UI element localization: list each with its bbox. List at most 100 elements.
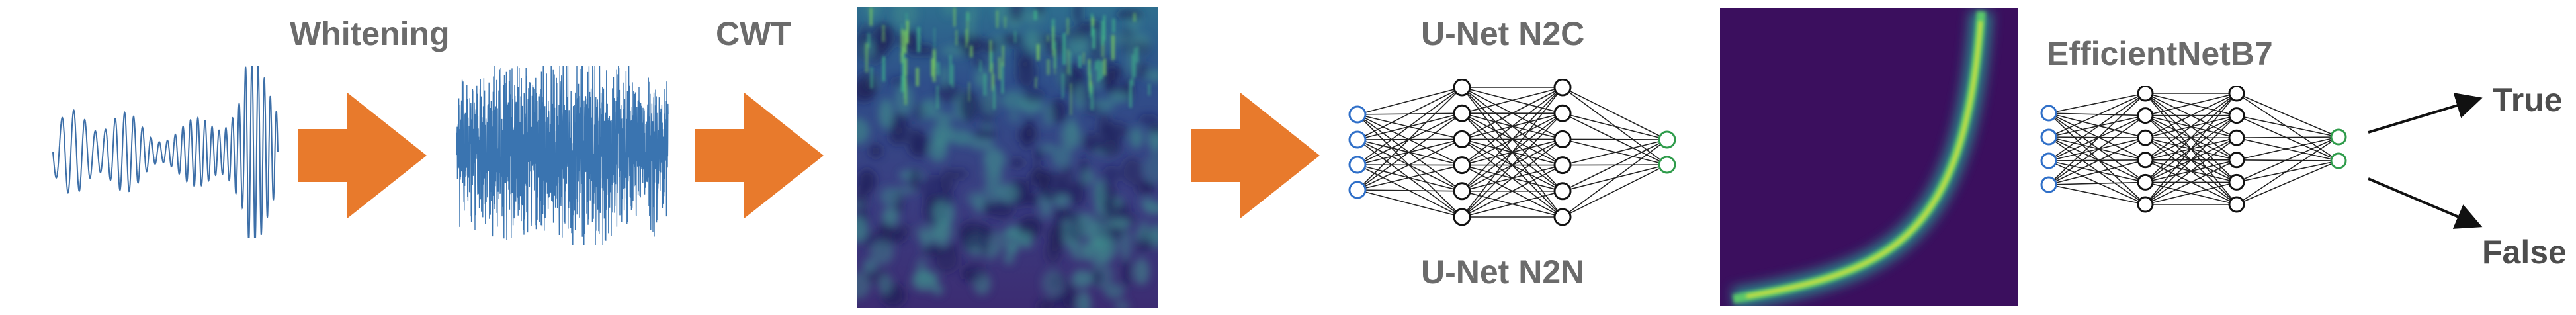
network-connection <box>2048 136 2146 183</box>
network-connection <box>2236 93 2339 138</box>
network-connection <box>1562 112 1668 140</box>
raw-strain-waveform <box>52 66 279 238</box>
hidden-node <box>2228 152 2245 169</box>
network-connection <box>2048 112 2146 183</box>
network-connection <box>2048 159 2146 161</box>
unet-network-diagram <box>1348 79 1676 226</box>
hidden-node <box>1553 130 1572 148</box>
hidden-node <box>1553 208 1572 226</box>
denoised-chirp-track <box>1720 8 2018 306</box>
output-arrows <box>2368 93 2483 229</box>
network-connection <box>2048 93 2146 114</box>
hidden-node <box>2137 129 2154 146</box>
network-connection <box>2236 114 2339 138</box>
output-node <box>1658 130 1676 149</box>
input-node <box>1348 105 1367 124</box>
network-connection <box>1357 87 1463 165</box>
network-connection <box>2236 160 2339 205</box>
input-node <box>1348 156 1367 174</box>
network-connection <box>2145 93 2237 116</box>
network-connection <box>2236 136 2339 205</box>
output-node <box>2330 128 2347 146</box>
network-connection <box>2048 136 2146 205</box>
cwt-spectrogram <box>857 7 1158 308</box>
network-connection <box>2236 114 2339 161</box>
input-node <box>2040 152 2057 169</box>
hidden-node <box>1553 182 1572 201</box>
network-connection <box>1562 139 1668 218</box>
hidden-node <box>2137 152 2154 169</box>
network-connection <box>2048 160 2146 183</box>
network-connection <box>1461 164 1563 218</box>
cwt-label: CWT <box>716 15 791 52</box>
network-connection <box>1357 87 1463 115</box>
network-connection <box>2145 115 2237 205</box>
network-connection <box>2145 93 2237 161</box>
network-connection <box>2145 181 2237 205</box>
hidden-node <box>1453 182 1471 201</box>
network-connection <box>2236 137 2339 161</box>
network-connection <box>1461 87 1563 114</box>
network-connection <box>2048 93 2146 161</box>
input-node <box>2040 176 2057 193</box>
network-connection <box>2145 93 2237 138</box>
network-connection <box>1461 138 1563 218</box>
hidden-node <box>2228 173 2245 191</box>
hidden-node <box>2228 129 2245 146</box>
network-connection <box>2236 136 2339 161</box>
hidden-node <box>1453 130 1471 148</box>
network-connection <box>2048 159 2146 185</box>
network-connection <box>2048 114 2146 161</box>
output-node <box>2330 152 2347 169</box>
network-connection <box>2236 93 2339 161</box>
network-connection <box>1461 112 1563 218</box>
network-connection <box>2048 160 2146 205</box>
flow-arrow-2 <box>695 93 824 218</box>
network-connection <box>2145 93 2237 205</box>
network-connection <box>2048 112 2146 116</box>
network-connection <box>1461 87 1563 166</box>
network-connection <box>1461 87 1563 140</box>
input-node <box>2040 128 2057 146</box>
network-connection <box>1461 87 1563 218</box>
hidden-node <box>2137 196 2154 213</box>
network-connection <box>1357 87 1463 191</box>
hidden-node <box>2228 107 2245 124</box>
output-node <box>1658 156 1676 174</box>
network-connection <box>2048 181 2146 185</box>
flow-arrow-1 <box>298 93 427 218</box>
arrow-to-true <box>2368 93 2483 134</box>
hidden-node <box>1453 156 1471 175</box>
network-connection <box>2236 159 2339 161</box>
network-connection <box>2048 93 2146 185</box>
hidden-node <box>2137 173 2154 191</box>
hidden-node <box>2137 86 2154 102</box>
network-connection <box>2048 137 2146 161</box>
network-connection <box>1357 87 1463 140</box>
hidden-node <box>1453 79 1471 97</box>
network-connection <box>1562 164 1668 218</box>
input-node <box>2040 105 2057 122</box>
unet-n2c-label: U-Net N2C <box>1421 15 1585 52</box>
network-connection <box>2048 112 2146 205</box>
network-connection <box>2145 137 2237 205</box>
network-connection <box>2236 136 2339 183</box>
network-connection <box>1357 189 1463 192</box>
arrow-to-false <box>2368 177 2483 229</box>
network-connection <box>2048 136 2146 161</box>
network-connection <box>1357 189 1463 218</box>
network-connection <box>1562 138 1668 140</box>
network-connection <box>1461 191 1563 218</box>
network-connection <box>1562 139 1668 192</box>
input-node <box>1348 181 1367 199</box>
network-connection <box>2048 93 2146 138</box>
hidden-node <box>1453 104 1471 122</box>
network-connection <box>2048 112 2146 138</box>
whitened-signal <box>456 66 669 245</box>
input-node <box>1348 130 1367 149</box>
network-connection <box>2145 159 2237 205</box>
hidden-node <box>2228 196 2245 213</box>
network-connection <box>2048 184 2146 205</box>
output-false-label: False <box>2482 234 2567 271</box>
network-connection <box>1357 112 1463 191</box>
